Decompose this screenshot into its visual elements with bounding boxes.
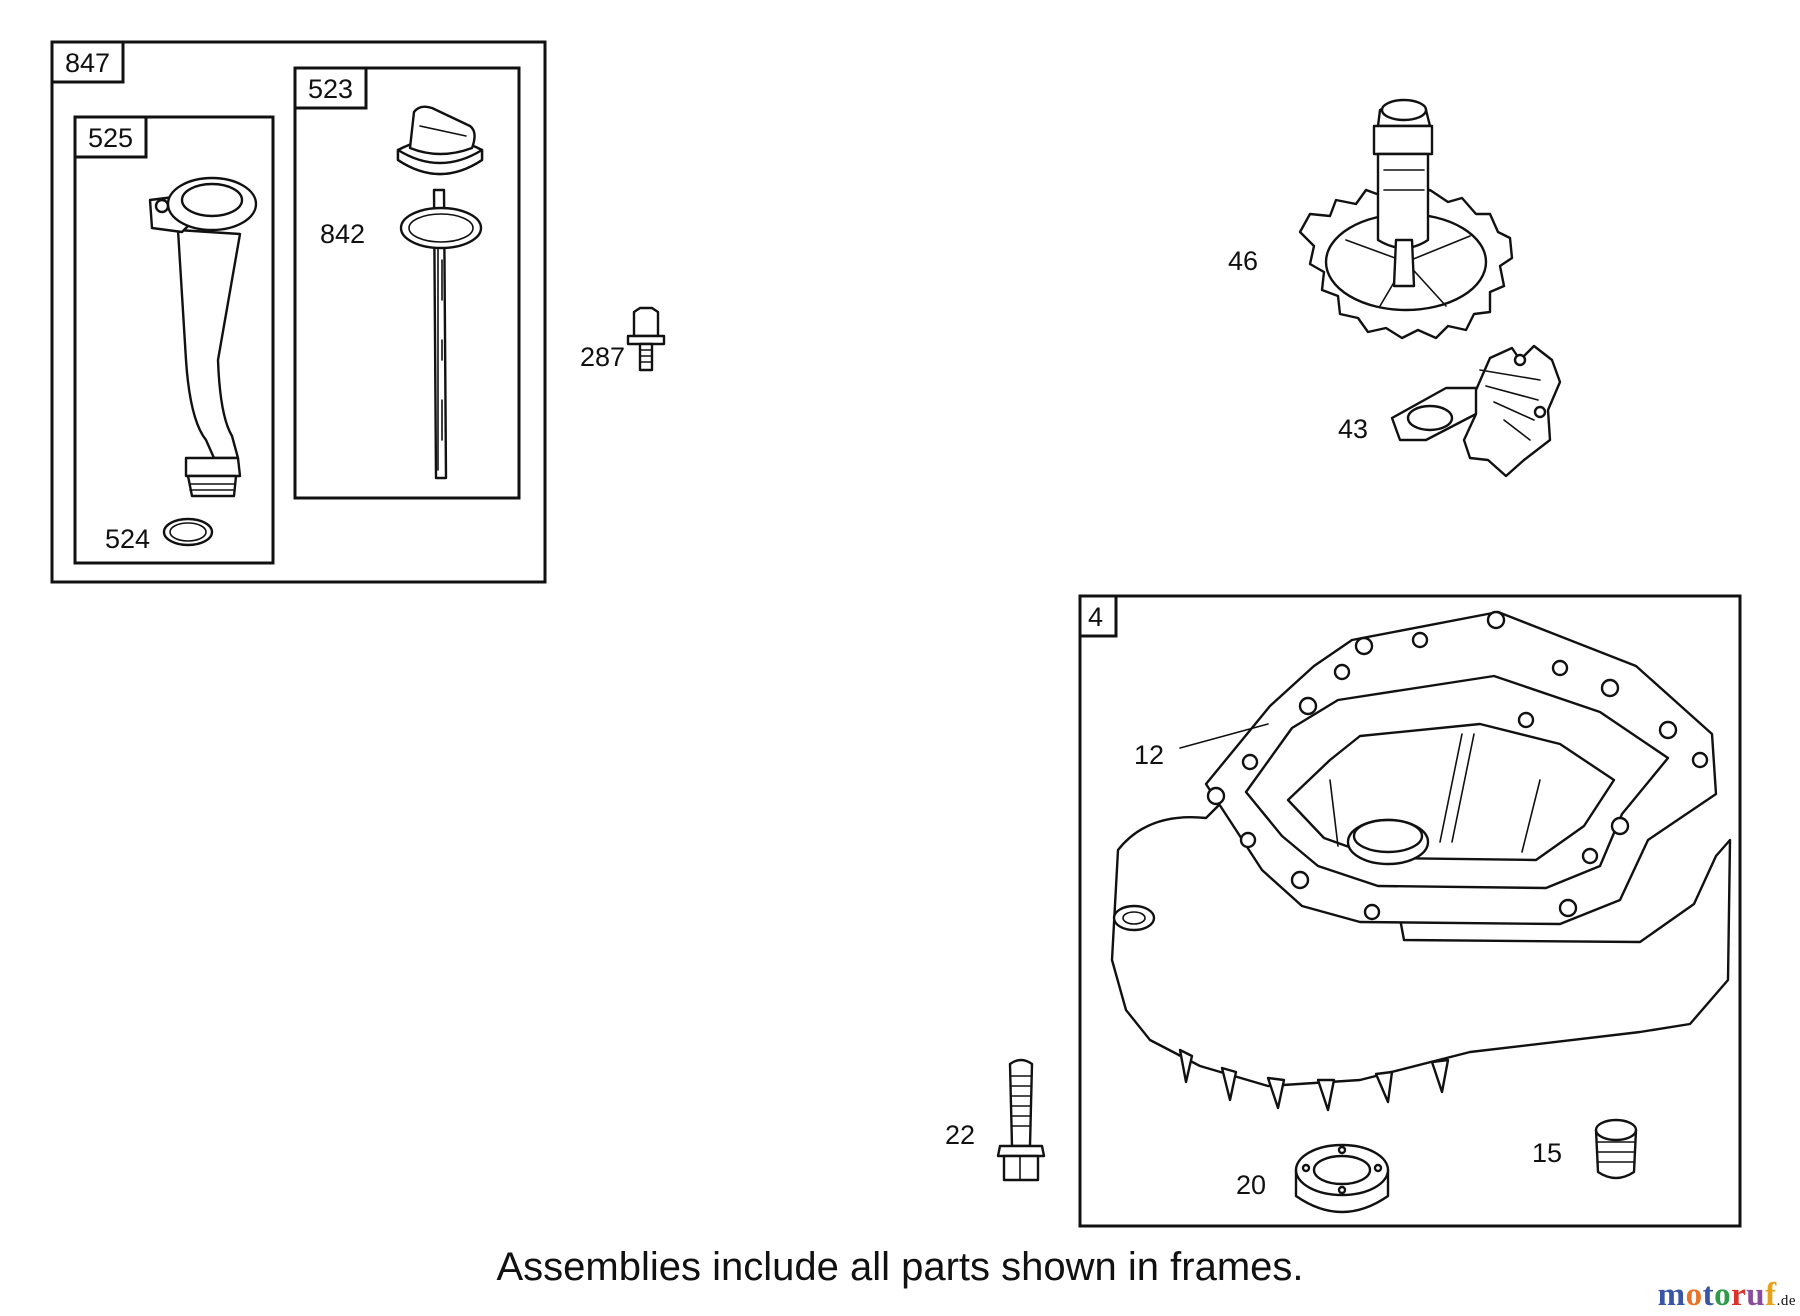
watermark-letter: o [1685,1277,1703,1313]
callout-43: 43 [1338,414,1368,444]
watermark-letter: f [1765,1277,1777,1313]
callout-20: 20 [1236,1170,1266,1200]
assembly-frame-523: 523 [293,66,521,500]
screw-287-part [626,306,666,372]
drain-plug-15-part [1594,1118,1638,1180]
watermark-letter: u [1746,1277,1766,1313]
bolt-22-part [996,1058,1046,1182]
callout-524: 524 [105,524,150,554]
watermark-logo: motoruf.de [1658,1277,1796,1314]
frame-label-525: 525 [88,123,133,153]
watermark-letter: m [1657,1277,1686,1313]
assembly-frame-4: 4 [1078,594,1742,1228]
leader-line-12 [1179,723,1269,749]
frame-label-4: 4 [1088,602,1103,632]
cam-gear-46-part [1298,98,1514,340]
oil-fill-tube-part [148,176,258,498]
watermark-tld: .de [1776,1293,1796,1309]
callout-287: 287 [580,342,625,372]
o-ring-524-part [162,517,214,547]
watermark-letter: r [1731,1277,1747,1313]
callout-46: 46 [1228,246,1258,276]
assembly-frame-847: 847 [50,40,547,584]
callout-22: 22 [945,1120,975,1150]
frame-label-523: 523 [308,74,353,104]
watermark-letter: t [1702,1277,1715,1313]
callout-12: 12 [1134,740,1164,770]
dipstick-o-ring-part [399,206,483,250]
assembly-frame-525: 525 [73,115,275,565]
callout-15: 15 [1532,1138,1562,1168]
frame-label-847: 847 [65,48,110,78]
watermark-letter: o [1714,1277,1732,1313]
crankcase-cover-part [1110,610,1732,1112]
callout-842: 842 [320,219,365,249]
oil-seal-20-part [1294,1143,1390,1214]
governor-43-part [1390,344,1562,478]
dipstick-part [396,105,484,480]
caption-text: Assemblies include all parts shown in fr… [496,1245,1304,1289]
